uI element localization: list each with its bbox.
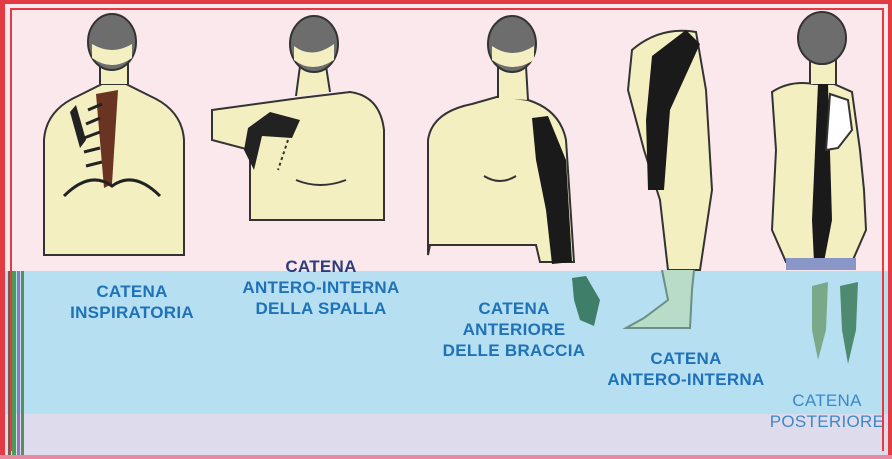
border-top <box>0 0 892 4</box>
border-bottom <box>0 455 892 459</box>
border-left <box>0 0 5 459</box>
border-right <box>888 0 892 459</box>
inner-frame <box>10 8 884 451</box>
